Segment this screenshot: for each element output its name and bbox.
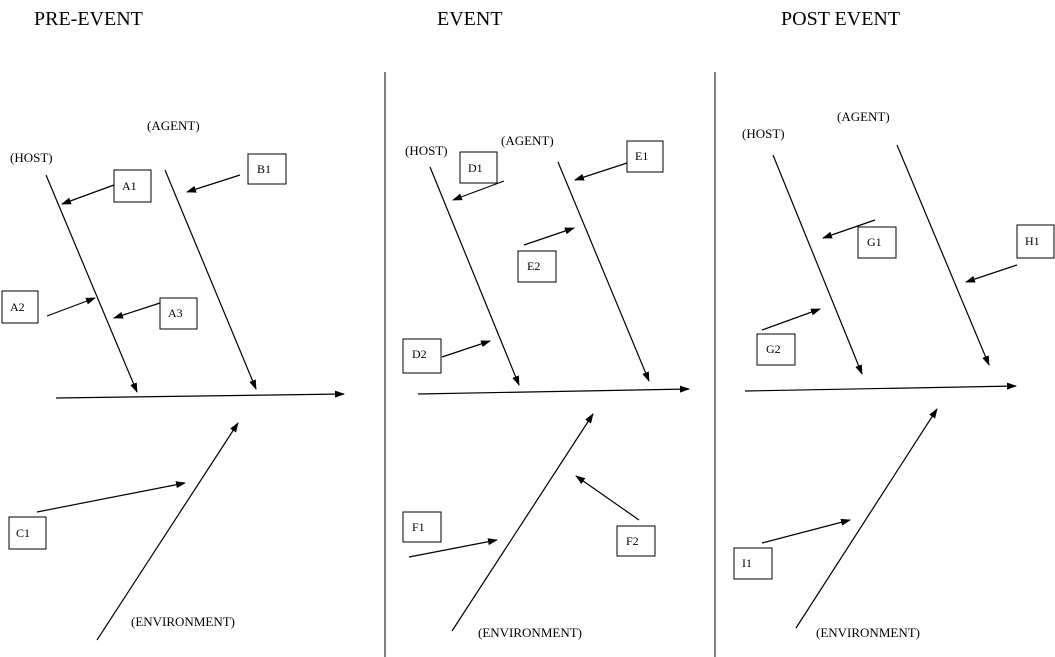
box-h1 bbox=[1016, 224, 1055, 259]
box-a2-label: A2 bbox=[10, 300, 25, 314]
event-environment-bone bbox=[451, 413, 594, 632]
event-host-label: (HOST) bbox=[405, 143, 448, 158]
box-e2 bbox=[517, 250, 557, 283]
pre-event-host-bone bbox=[45, 174, 138, 393]
event-d1-arrow bbox=[452, 180, 505, 201]
box-c1 bbox=[8, 516, 47, 550]
title-event: EVENT bbox=[437, 8, 503, 30]
post-event-agent-bone bbox=[896, 144, 990, 366]
pre-event-a2-arrow bbox=[46, 297, 96, 317]
box-i1 bbox=[733, 547, 773, 580]
box-a2 bbox=[1, 290, 39, 324]
box-c1-label: C1 bbox=[16, 526, 30, 540]
event-host-bone bbox=[429, 166, 520, 386]
post-event-i1-arrow bbox=[761, 518, 851, 544]
box-b1-label: B1 bbox=[257, 162, 271, 176]
box-d1 bbox=[459, 151, 498, 184]
pre-event-a3-arrow bbox=[113, 302, 161, 319]
post-event-host-label: (HOST) bbox=[742, 126, 785, 141]
box-d2-label: D2 bbox=[412, 347, 427, 361]
pre-event-environment-label: (ENVIRONMENT) bbox=[131, 614, 235, 629]
pre-event-agent-label: (AGENT) bbox=[147, 118, 200, 133]
post-event-agent-label: (AGENT) bbox=[837, 109, 890, 124]
box-a1-label: A1 bbox=[122, 179, 137, 193]
box-e2-label: E2 bbox=[527, 259, 540, 273]
box-g1-label: G1 bbox=[867, 235, 882, 249]
event-f1-arrow bbox=[408, 538, 498, 558]
event-e1-arrow bbox=[574, 162, 628, 181]
box-f2 bbox=[616, 525, 656, 557]
title-pre-event: PRE-EVENT bbox=[34, 8, 143, 30]
pre-event-panel: (HOST) (AGENT) (ENVIRONMENT) A1 B1 A2 A3… bbox=[1, 118, 345, 641]
box-g1 bbox=[857, 226, 897, 259]
box-i1-label: I1 bbox=[742, 556, 752, 570]
pre-event-agent-bone bbox=[164, 169, 257, 390]
pre-event-spine-arrow bbox=[55, 390, 345, 399]
event-f2-arrow bbox=[575, 475, 640, 521]
post-event-g2-arrow bbox=[761, 308, 821, 331]
box-f1 bbox=[402, 511, 442, 543]
pre-event-host-label: (HOST) bbox=[10, 150, 53, 165]
title-post-event: POST EVENT bbox=[781, 8, 900, 30]
pre-event-c1-arrow bbox=[36, 481, 186, 513]
event-spine-arrow bbox=[417, 385, 690, 395]
post-event-g1-arrow bbox=[822, 219, 876, 239]
pre-event-b1-arrow bbox=[186, 174, 241, 193]
post-event-environment-label: (ENVIRONMENT) bbox=[816, 625, 920, 640]
event-panel: (HOST) (AGENT) (ENVIRONMENT) D1 E1 E2 D2… bbox=[402, 133, 690, 640]
event-agent-bone bbox=[557, 161, 650, 382]
post-event-panel: (HOST) (AGENT) (ENVIRONMENT) G1 H1 G2 I1 bbox=[733, 109, 1055, 640]
box-f2-label: F2 bbox=[626, 534, 639, 548]
event-environment-label: (ENVIRONMENT) bbox=[478, 625, 582, 640]
event-e2-arrow bbox=[523, 227, 575, 246]
box-g2-label: G2 bbox=[766, 342, 781, 356]
box-e1 bbox=[626, 140, 664, 173]
box-b1 bbox=[247, 153, 287, 185]
event-agent-label: (AGENT) bbox=[501, 133, 554, 148]
box-a3-label: A3 bbox=[168, 306, 183, 320]
box-a3 bbox=[159, 297, 198, 330]
post-event-host-bone bbox=[772, 154, 863, 375]
event-d2-arrow bbox=[441, 340, 491, 358]
pre-event-a1-arrow bbox=[61, 184, 115, 205]
box-d1-label: D1 bbox=[468, 161, 483, 175]
box-f1-label: F1 bbox=[412, 520, 425, 534]
box-d2 bbox=[402, 338, 442, 374]
post-event-h1-arrow bbox=[965, 264, 1018, 283]
post-event-spine-arrow bbox=[744, 382, 1017, 392]
box-h1-label: H1 bbox=[1025, 234, 1040, 248]
box-a1 bbox=[113, 169, 152, 203]
box-e1-label: E1 bbox=[635, 149, 648, 163]
pre-event-environment-bone bbox=[96, 422, 239, 641]
post-event-environment-bone bbox=[795, 408, 938, 629]
box-g2 bbox=[756, 333, 796, 366]
